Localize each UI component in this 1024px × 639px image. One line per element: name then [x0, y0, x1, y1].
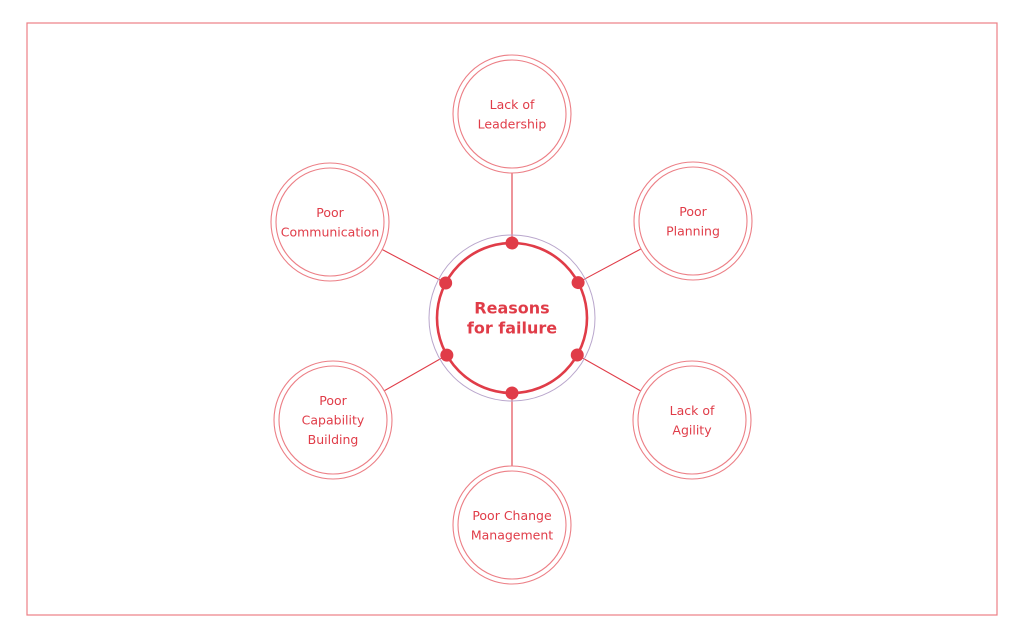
node-inner-ring — [457, 470, 567, 580]
node-outer-ring — [452, 54, 572, 174]
hub-junction-dot — [439, 276, 453, 290]
hub-junction-dot — [440, 348, 454, 362]
node-inner-ring — [638, 166, 748, 276]
center-label-line: for failure — [467, 319, 557, 338]
node-lack-of-leadership: Lack of Leadership — [452, 54, 572, 174]
node-label-line: Leadership — [478, 116, 547, 131]
diagram-frame — [26, 22, 998, 616]
center-outer-ring — [428, 234, 596, 402]
node-label-line: Poor — [679, 204, 707, 219]
node-outer-ring — [633, 161, 753, 281]
connector-poor-planning — [577, 246, 646, 284]
node-label-line: Management — [471, 527, 553, 542]
node-outer-ring — [632, 360, 752, 480]
node-label-line: Planning — [666, 223, 720, 238]
hub-junction-dot — [571, 276, 585, 290]
node-outer-ring — [452, 465, 572, 585]
node-inner-ring — [637, 365, 747, 475]
node-label-line: Building — [308, 432, 359, 447]
node-label-line: Lack of — [490, 97, 535, 112]
node-label-line: Communication — [281, 224, 380, 239]
connector-poor-communication — [377, 246, 446, 284]
node-inner-ring — [275, 167, 385, 277]
node-label-line: Poor — [316, 205, 344, 220]
node-outer-ring — [273, 360, 393, 480]
connector-poor-capability-building — [379, 354, 448, 394]
node-inner-ring — [278, 365, 388, 475]
node-label-line: Capability — [302, 413, 365, 428]
node-lack-of-agility: Lack of Agility — [632, 360, 752, 480]
node-label-line: Lack of — [670, 403, 715, 418]
node-inner-ring — [457, 59, 567, 169]
node-outer-ring — [270, 162, 390, 282]
hub-junction-dot — [505, 236, 519, 250]
hub-junction-dot — [570, 348, 584, 362]
node-label-line: Agility — [672, 422, 712, 437]
hub-junction-dot — [505, 386, 519, 400]
node-label-line: Poor Change — [472, 508, 552, 523]
node-label-line: Poor — [319, 393, 347, 408]
center-label-line: Reasons — [474, 299, 549, 318]
connector-lack-of-agility — [576, 354, 646, 394]
